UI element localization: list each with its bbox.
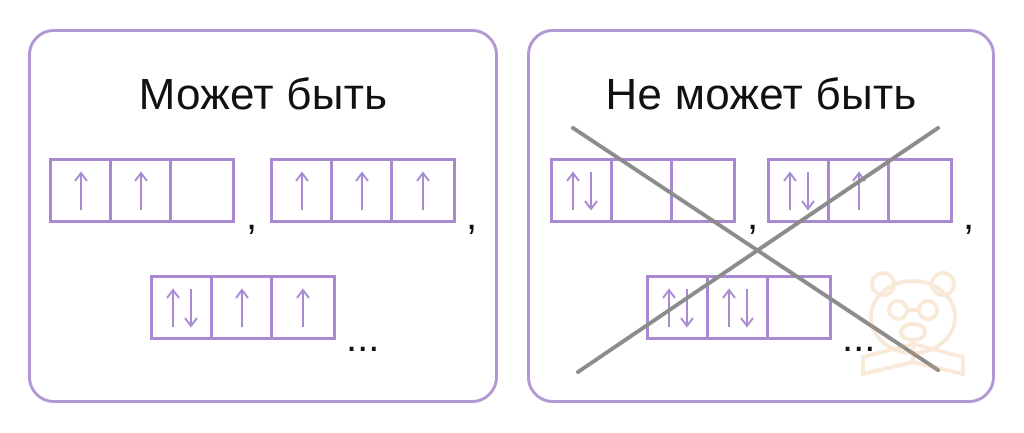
orbital-cell xyxy=(393,161,453,220)
orbital-cell xyxy=(830,161,890,220)
orbital-row xyxy=(270,158,456,223)
up-arrow-icon xyxy=(234,287,249,329)
orbital-cell xyxy=(213,278,273,337)
orbital-cell xyxy=(769,278,829,337)
comma-separator: , xyxy=(963,194,975,238)
up-arrow-icon xyxy=(294,170,309,212)
orbital-cell xyxy=(890,161,950,220)
orbital-row xyxy=(767,158,953,223)
orbital-row xyxy=(646,275,832,340)
orbital-cell xyxy=(709,278,769,337)
panel-title: Может быть xyxy=(138,70,388,119)
down-arrow-icon xyxy=(739,287,754,329)
orbital-row xyxy=(150,275,336,340)
orbital-cell xyxy=(52,161,112,220)
orbital-cell xyxy=(273,278,333,337)
bear-logo-icon xyxy=(861,271,965,377)
orbital-row xyxy=(550,158,736,223)
comma-separator: , xyxy=(246,194,258,238)
orbital-cell xyxy=(553,161,613,220)
down-arrow-icon xyxy=(800,170,815,212)
up-arrow-icon xyxy=(296,287,310,329)
down-arrow-icon xyxy=(183,287,198,329)
orbital-cell xyxy=(333,161,393,220)
orbital-cell xyxy=(112,161,172,220)
up-arrow-icon xyxy=(354,170,369,212)
up-arrow-icon xyxy=(133,170,148,212)
ellipsis: ... xyxy=(346,316,380,360)
orbital-cell xyxy=(172,161,232,220)
comma-separator: , xyxy=(466,194,478,238)
comma-separator: , xyxy=(747,194,759,238)
orbital-cell xyxy=(770,161,830,220)
orbital-row xyxy=(49,158,235,223)
down-arrow-icon xyxy=(679,287,694,329)
up-arrow-icon xyxy=(782,170,797,212)
orbital-cell xyxy=(273,161,333,220)
orbital-cell xyxy=(613,161,673,220)
orbital-cell xyxy=(673,161,733,220)
orbital-cell xyxy=(153,278,213,337)
panel-title: Не может быть xyxy=(605,70,917,119)
up-arrow-icon xyxy=(73,170,88,212)
up-arrow-icon xyxy=(721,287,736,329)
up-arrow-icon xyxy=(661,287,676,329)
orbital-cell xyxy=(649,278,709,337)
up-arrow-icon xyxy=(165,287,180,329)
up-arrow-icon xyxy=(416,170,430,212)
up-arrow-icon xyxy=(565,170,580,212)
up-arrow-icon xyxy=(851,170,866,212)
down-arrow-icon xyxy=(583,170,598,212)
panel-can-be: Может быть xyxy=(28,29,498,403)
